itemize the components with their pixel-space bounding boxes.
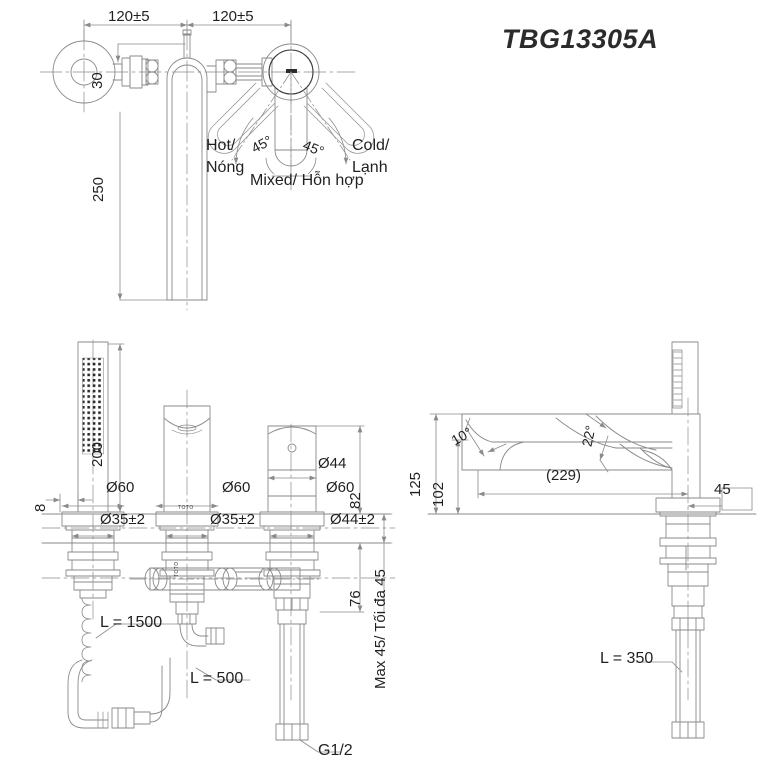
dim-span-left: 120±5 (108, 8, 150, 25)
plan-view-geometry (39, 21, 375, 311)
dim-span-right: 120±5 (212, 8, 254, 25)
dim-handle-offset-45: 45 (714, 481, 731, 498)
dim-base-d60-mid: Ø60 (222, 479, 251, 496)
callout-hose-500: L = 500 (190, 670, 244, 687)
page-title: TBG13305A (502, 24, 659, 54)
front-elevation-geometry (41, 339, 396, 741)
dim-deck-thickness-max45: Max 45/ Tối đa 45 (372, 569, 389, 689)
dim-handle-height-82: 82 (347, 492, 364, 509)
brand-mark-manifold: TOTO (174, 561, 180, 577)
dim-spout-height-102: 102 (430, 481, 447, 507)
dim-handle-d60: Ø60 (326, 479, 355, 496)
dim-hole-d35-mid: Ø35±2 (210, 511, 255, 528)
manifold (129, 567, 321, 591)
side-dimensions (429, 413, 753, 673)
callout-supply-hose-350: L = 350 (600, 650, 654, 667)
dim-handshower-height-200: 200 (89, 441, 106, 467)
dim-length-250: 250 (90, 176, 107, 202)
front-dimensions (45, 343, 393, 753)
label-cold-line2: Lạnh (352, 159, 388, 176)
dim-total-height-125: 125 (407, 471, 424, 497)
dim-under-deck-76: 76 (347, 590, 364, 607)
dim-handshower-width-8: 8 (32, 503, 49, 512)
callout-thread-g12: G1/2 (318, 742, 353, 759)
callout-hose-1500: L = 1500 (100, 614, 163, 631)
dim-spout-reach-229: (229) (546, 467, 582, 484)
dim-handle-d44: Ø44 (318, 455, 347, 472)
side-elevation-geometry (427, 341, 757, 739)
dim-hole-d44: Ø44±2 (330, 511, 375, 528)
label-mixed: Mixed/ Hỗn hợp (250, 172, 364, 189)
dim-offset-30: 30 (89, 72, 106, 89)
label-cold-line1: Cold/ (352, 137, 390, 154)
plan-dimensions (83, 19, 292, 301)
dim-hole-d35-left: Ø35±2 (100, 511, 145, 528)
dim-base-d60-left: Ø60 (106, 479, 135, 496)
brand-mark-spout: TOTO (178, 505, 194, 511)
label-hot-line2: Nóng (206, 159, 245, 176)
label-hot-line1: Hot/ (206, 137, 236, 154)
